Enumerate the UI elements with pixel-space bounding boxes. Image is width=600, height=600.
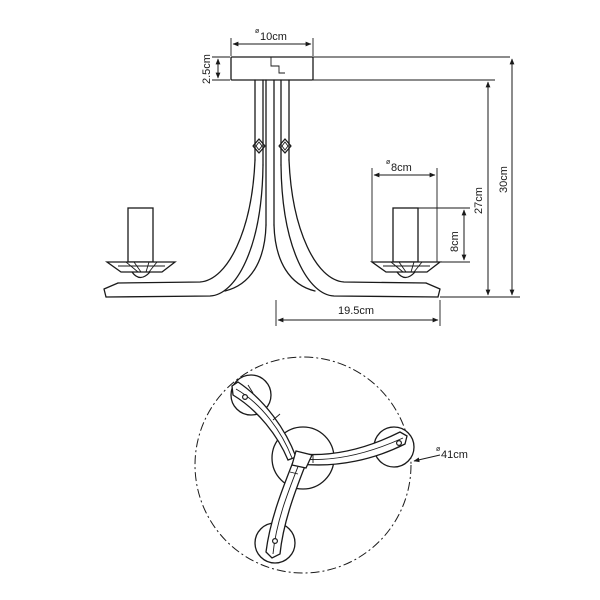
- dimension-arm-reach: 19.5cm: [275, 300, 441, 326]
- canopy-diameter-symbol: ø: [255, 28, 260, 35]
- candle-height-label: 8cm: [449, 231, 461, 252]
- side-elevation-view: ø 10cm 2.5cm ø 8cm 8cm: [103, 28, 520, 326]
- plan-arm-top-left: [231, 381, 297, 461]
- dimension-overall-diameter: ø 41cm: [413, 446, 468, 463]
- left-arm-tip: [103, 282, 119, 298]
- left-curved-arm: [105, 159, 267, 298]
- stem-ornament-right: [278, 138, 292, 154]
- dimension-canopy-height: 2.5cm: [201, 54, 230, 84]
- plan-center-hub: [291, 450, 313, 469]
- plan-socket-dot-top-left: [242, 394, 249, 401]
- left-candle-holder: [104, 207, 177, 279]
- cup-diameter-label: 8cm: [391, 162, 412, 174]
- arm-reach-label: 19.5cm: [338, 305, 374, 317]
- dimension-arm-height: 27cm: [313, 79, 520, 298]
- canopy-height-label: 2.5cm: [201, 54, 213, 84]
- dimension-total-height: 30cm: [498, 58, 515, 296]
- stem-ornament-left: [252, 138, 266, 154]
- top-plan-view: ø 41cm: [194, 356, 468, 574]
- plan-arm-bottom: [265, 461, 306, 559]
- right-arm-tip: [425, 282, 441, 298]
- right-candle-holder: [369, 207, 442, 279]
- plan-socket-dot-right: [396, 440, 403, 447]
- total-height-label: 30cm: [498, 166, 510, 193]
- overall-diameter-label: 41cm: [441, 449, 468, 461]
- arm-height-label: 27cm: [473, 187, 485, 214]
- canopy-diameter-label: 10cm: [260, 31, 287, 43]
- dimension-cup-diameter: ø 8cm: [371, 159, 438, 262]
- ceiling-canopy: [230, 56, 314, 81]
- central-stem: [254, 79, 290, 226]
- cup-diameter-symbol: ø: [386, 159, 391, 166]
- dimension-canopy-diameter: ø 10cm: [230, 28, 314, 56]
- dimension-candle-height: 8cm: [418, 207, 470, 263]
- plan-socket-dot-bottom: [272, 537, 279, 544]
- overall-diameter-symbol: ø: [436, 446, 441, 453]
- right-curved-arm: [273, 159, 439, 298]
- plan-arm-right: [299, 431, 408, 466]
- overall-diameter-circle: [194, 356, 412, 574]
